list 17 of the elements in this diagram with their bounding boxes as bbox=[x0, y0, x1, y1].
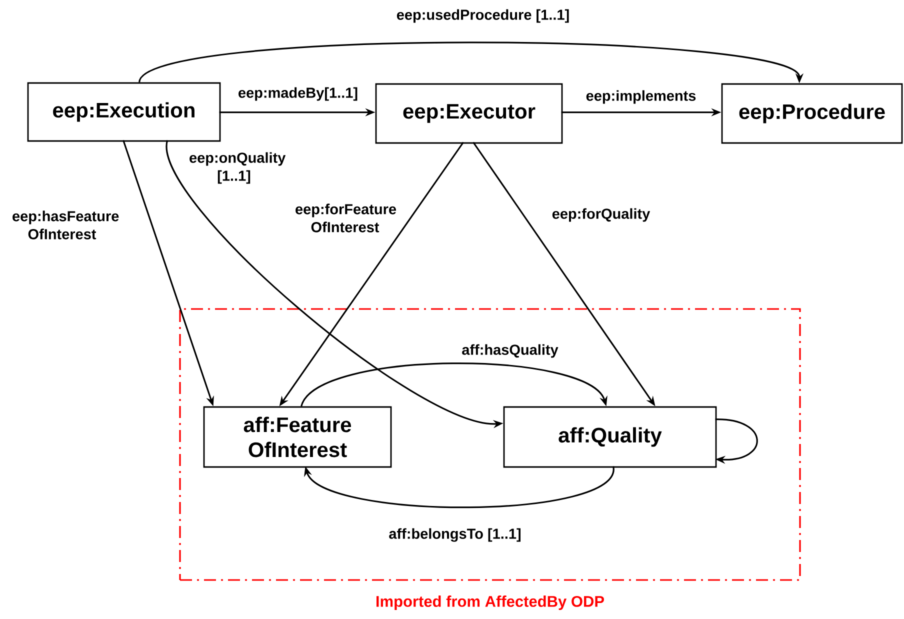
edge-label: aff:belongsTo [1..1] bbox=[388, 527, 522, 543]
class-box: eep:Execution bbox=[27, 82, 221, 142]
edge-label: eep:hasFeature OfInterest bbox=[11, 210, 119, 240]
arrow bbox=[300, 362, 608, 407]
edge-label: eep:forQuality bbox=[550, 207, 652, 223]
class-box: aff:Quality bbox=[503, 406, 717, 468]
edge-label: eep:onQuality [1..1] bbox=[188, 151, 286, 185]
edge-label: aff:hasQuality bbox=[460, 343, 560, 359]
group-caption: Imported from AffectedBy ODP bbox=[376, 596, 604, 610]
edge-label: eep:implements bbox=[584, 89, 698, 105]
arrow bbox=[715, 418, 758, 464]
edge-label: eep:usedProcedure [1..1] bbox=[395, 8, 571, 24]
class-box: aff:Feature OfInterest bbox=[203, 406, 392, 468]
class-box: eep:Procedure bbox=[721, 83, 903, 144]
edge-label: eep:forFeature OfInterest bbox=[294, 202, 396, 234]
edge-label: eep:madeBy[1..1] bbox=[236, 86, 360, 102]
class-box: eep:Executor bbox=[375, 83, 563, 144]
